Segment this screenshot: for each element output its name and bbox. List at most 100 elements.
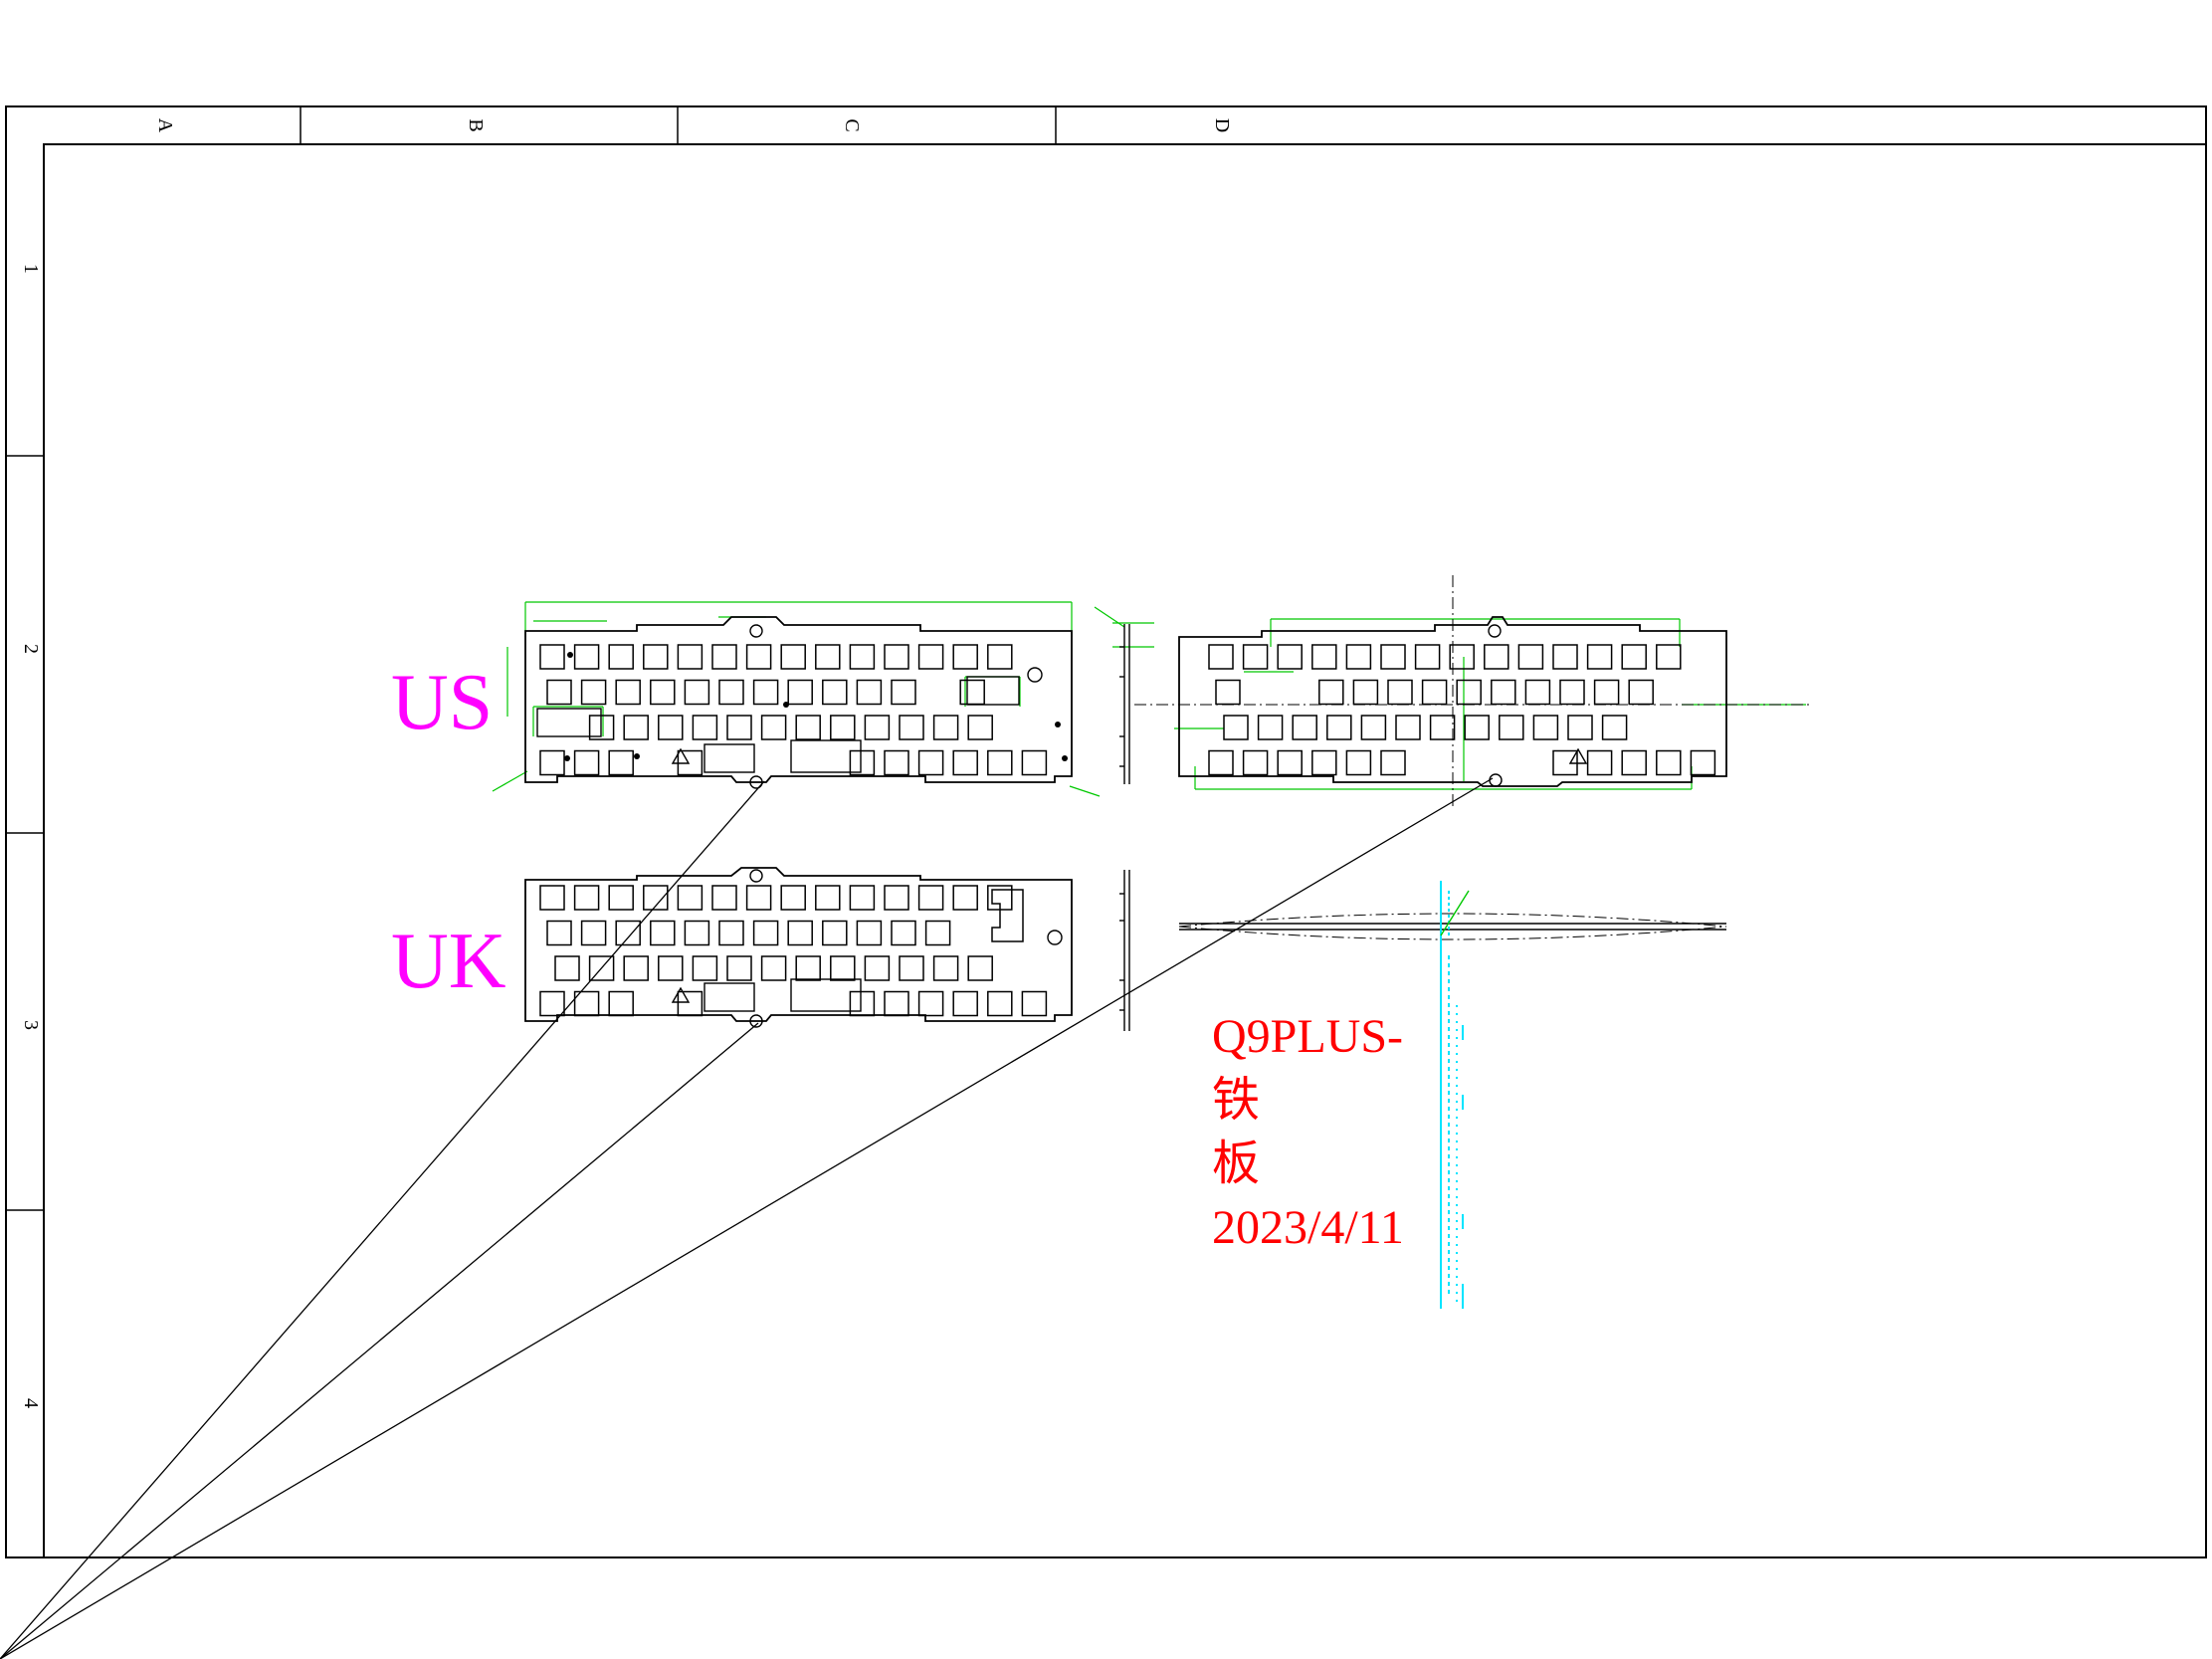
us-layout-label: US xyxy=(391,659,493,746)
uk-key xyxy=(884,990,909,1017)
us-key xyxy=(849,644,876,670)
us-key xyxy=(658,715,684,740)
us-back-key xyxy=(1242,644,1269,670)
us-top-standoff xyxy=(749,624,763,638)
uk-key xyxy=(795,955,821,981)
uk-key xyxy=(952,885,978,911)
us-plate-back xyxy=(1178,616,1727,787)
uk-key xyxy=(615,920,641,946)
us-back-key xyxy=(1464,715,1490,740)
column-label-d: D xyxy=(1211,118,1233,132)
us-key xyxy=(692,715,718,740)
plate-top-profile xyxy=(1178,913,1727,940)
uk-key xyxy=(932,955,959,981)
uk-key xyxy=(856,920,883,946)
uk-key xyxy=(760,955,787,981)
us-back-key xyxy=(1345,749,1372,776)
us-key xyxy=(745,644,772,670)
us-back-warning-triangle-icon xyxy=(1568,747,1588,764)
us-back-key xyxy=(1223,715,1249,740)
uk-key xyxy=(752,920,779,946)
us-key xyxy=(780,644,806,670)
us-key-cutouts xyxy=(539,644,1048,776)
column-label-a: A xyxy=(154,118,176,133)
us-key xyxy=(650,679,676,706)
us-key xyxy=(726,715,752,740)
uk-key xyxy=(692,955,718,981)
uk-key xyxy=(899,955,924,981)
row-labels: 1 2 3 4 xyxy=(20,264,42,1408)
us-back-top-standoff xyxy=(1488,624,1502,638)
column-labels: A B C D xyxy=(154,118,1233,133)
note-material-char-1: 铁 xyxy=(1212,1074,1261,1127)
us-back-key xyxy=(1559,679,1585,706)
uk-key xyxy=(546,920,572,946)
us-key xyxy=(573,644,600,670)
us-back-key xyxy=(1352,679,1379,706)
us-key xyxy=(623,715,649,740)
uk-stabilizer-cutouts xyxy=(704,978,862,1012)
us-back-bottom-standoff xyxy=(1489,773,1503,787)
us-back-key xyxy=(1395,715,1421,740)
us-key xyxy=(643,644,669,670)
uk-key xyxy=(658,955,684,981)
us-back-key xyxy=(1387,679,1413,706)
uk-key xyxy=(1021,990,1048,1017)
us-key xyxy=(952,644,978,670)
us-back-key xyxy=(1517,644,1544,670)
us-key xyxy=(899,715,924,740)
us-key xyxy=(546,679,572,706)
uk-key xyxy=(684,920,710,946)
us-key xyxy=(1021,749,1048,776)
cyan-annotation-column xyxy=(1440,881,1464,1309)
uk-key xyxy=(608,885,634,911)
us-key xyxy=(959,679,985,706)
us-back-key xyxy=(1311,749,1337,776)
leader-lines xyxy=(0,777,1494,1659)
note-part-number: Q9PLUS- xyxy=(1212,1010,1404,1063)
uk-key xyxy=(539,885,565,911)
uk-key xyxy=(917,990,944,1017)
uk-key xyxy=(891,920,916,946)
us-key xyxy=(952,749,978,776)
column-label-b: B xyxy=(465,118,487,131)
uk-plate-front xyxy=(524,867,1073,1028)
us-back-key xyxy=(1586,749,1613,776)
us-key xyxy=(856,679,883,706)
uk-key xyxy=(573,885,600,911)
annotation-leader xyxy=(1440,890,1470,936)
us-key xyxy=(608,644,634,670)
us-plate-dimensions xyxy=(492,601,1154,797)
us-key xyxy=(884,644,909,670)
row-dividers xyxy=(6,455,44,1211)
us-back-key xyxy=(1690,749,1716,776)
uk-key xyxy=(539,990,565,1017)
us-plate-front xyxy=(524,616,1073,789)
uk-key xyxy=(849,990,876,1017)
uk-key xyxy=(580,920,607,946)
us-stabilizer-cutouts xyxy=(536,676,1020,773)
uk-iso-enter-cutout xyxy=(991,889,1024,942)
us-back-key xyxy=(1456,679,1482,706)
us-key xyxy=(684,679,710,706)
uk-key xyxy=(917,885,944,911)
us-back-key xyxy=(1656,749,1682,776)
row-label-3: 3 xyxy=(20,1020,42,1030)
us-mount-holes xyxy=(564,652,1068,761)
us-back-key xyxy=(1215,679,1241,706)
part-note: Q9PLUS- 铁 板 2023/4/11 xyxy=(1212,1005,1404,1260)
us-key xyxy=(822,679,848,706)
us-back-key xyxy=(1532,715,1559,740)
row-label-2: 2 xyxy=(20,644,42,654)
us-key xyxy=(539,749,565,776)
uk-key xyxy=(780,885,806,911)
us-back-key xyxy=(1601,715,1628,740)
uk-key xyxy=(864,955,891,981)
us-key xyxy=(864,715,891,740)
us-back-key xyxy=(1380,644,1406,670)
us-back-key xyxy=(1429,715,1456,740)
us-key xyxy=(932,715,959,740)
us-key xyxy=(987,644,1013,670)
us-side-hole xyxy=(1027,667,1043,683)
